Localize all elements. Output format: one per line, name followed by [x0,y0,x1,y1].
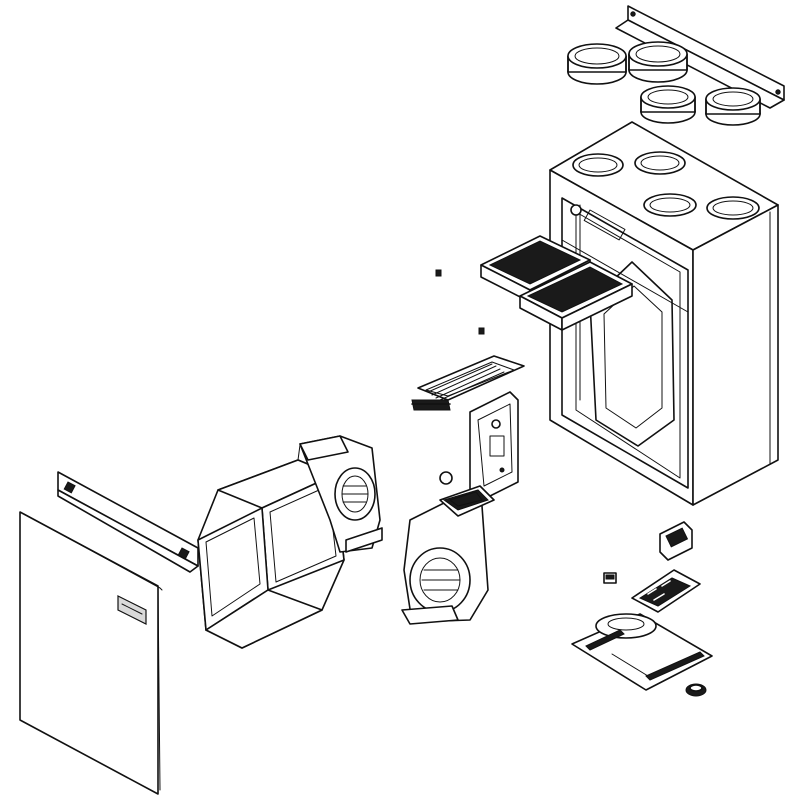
filter-right [519,261,633,331]
exhaust-fan [401,471,495,625]
connector [603,572,617,584]
bottom-cover [571,613,713,691]
filter-clips [435,269,485,335]
duct-collar [705,87,761,126]
preheater [411,355,525,411]
control-board-bracket [469,391,519,499]
duct-collar [640,85,696,124]
circuit-board [631,569,701,613]
mounting-rail [57,471,199,573]
filter-left [480,235,591,303]
main-housing [549,121,779,506]
heat-exchanger [197,444,345,649]
duct-collars [567,41,761,126]
front-door-panel [19,511,163,795]
duct-collar [567,43,627,85]
display-module [659,521,693,561]
duct-collar [628,41,688,83]
electronics-kit [571,521,713,697]
cable-grommet [685,683,707,697]
supply-fan [299,435,383,553]
